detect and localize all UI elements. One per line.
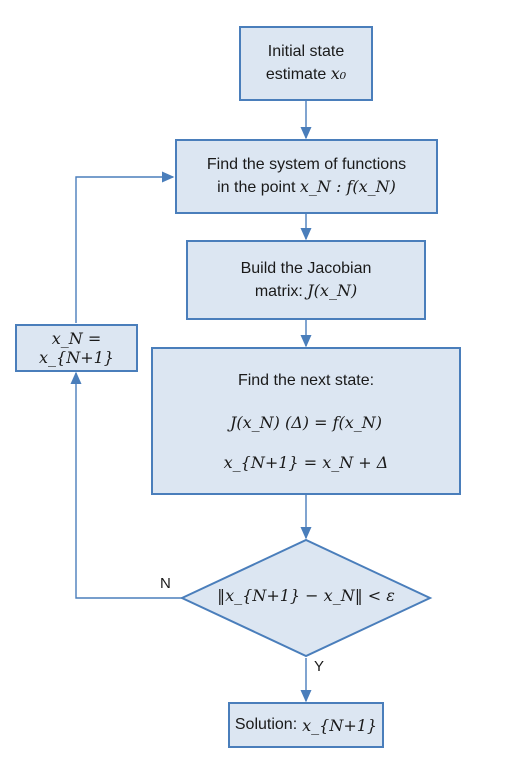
next-state-title: Find the next state: [237, 372, 375, 389]
update-box: x_N = x_{N+1} [15, 324, 138, 372]
yes-branch-label: Y [314, 658, 325, 675]
find-line1: Find the system of functions [206, 156, 407, 173]
initial-line1: Initial state [267, 43, 345, 60]
jacobian-line2: matrix: [254, 282, 303, 300]
arrow-no-loop [70, 371, 182, 599]
find-functions-box: Find the system of functions in the poin… [175, 139, 438, 214]
jacobian-math: J(x_N) [307, 280, 358, 300]
solution-label: Solution: [234, 716, 298, 733]
next-state-eq2: x_{N+1} = x_N + Δ [223, 453, 389, 472]
find-line2: in the point [217, 179, 296, 196]
initial-state-box: Initial state estimate x₀ [239, 26, 373, 101]
update-math: x_N = x_{N+1} [39, 329, 114, 367]
find-math: x_N : f(x_N) [299, 177, 396, 196]
next-state-box: Find the next state: J(x_N) (Δ) = f(x_N)… [151, 347, 461, 495]
no-branch-label: N [160, 575, 171, 592]
solution-box: Solution: x_{N+1} [228, 702, 384, 748]
decision-diamond [179, 538, 433, 658]
decision-label: ‖x_{N+1} − x_N‖ < ε [182, 586, 430, 610]
initial-line2: estimate [265, 66, 327, 83]
next-state-eq1: J(x_N) (Δ) = f(x_N) [229, 413, 383, 432]
decision-math: ‖x_{N+1} − x_N‖ < ε [217, 586, 395, 605]
solution-math: x_{N+1} [302, 715, 378, 735]
initial-math: x₀ [330, 64, 347, 83]
jacobian-box: Build the Jacobian matrix: J(x_N) [186, 240, 426, 320]
jacobian-line1: Build the Jacobian [240, 259, 372, 277]
arrow-update-to-find [75, 171, 175, 323]
